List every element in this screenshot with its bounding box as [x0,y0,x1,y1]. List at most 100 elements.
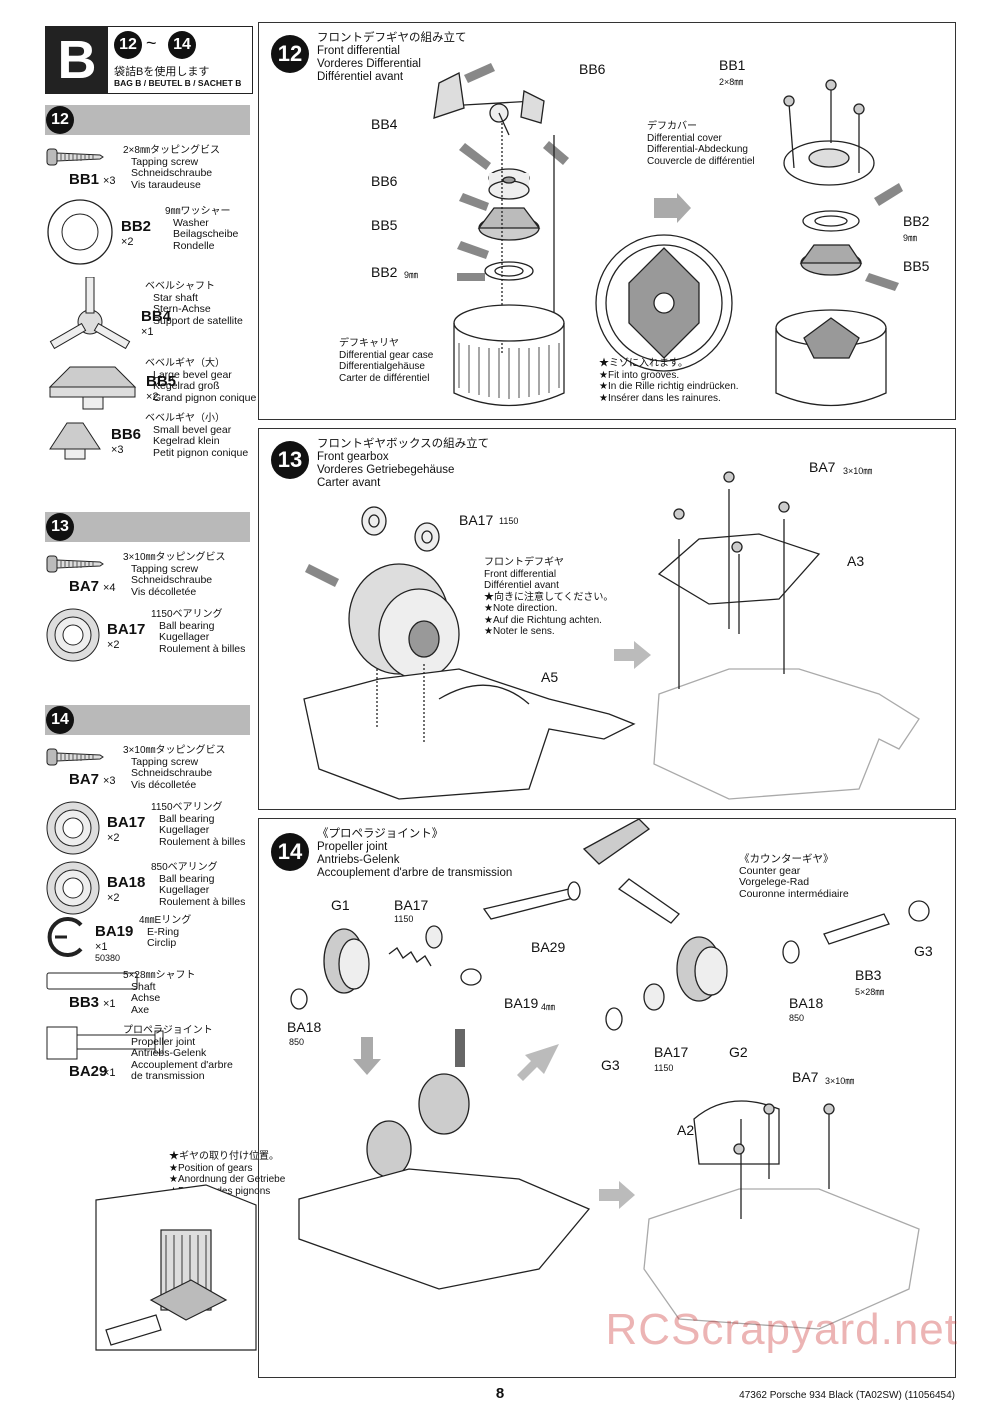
label-bb5r: BB5 [903,258,930,274]
step14-badge: 14 [271,833,309,871]
step12-diagram [433,63,903,407]
part-code: BA19 [95,923,134,940]
step-badge-from: 12 [114,31,142,59]
label-bb1: BB1 [719,57,746,73]
sidebar-step-badge: 12 [46,106,74,134]
part-qty: ×3 [103,775,116,787]
part-desc-line: Propeller joint [131,1035,196,1048]
part-jp: 3×10㎜タッピングビス [123,745,226,756]
part-qty: ×2 [121,236,134,248]
part-desc-line: Shaft [131,980,156,993]
step13-badge: 13 [271,441,309,479]
label-ba17-size: 1150 [394,914,414,924]
label-bb6: BB6 [579,61,606,77]
label-ba18-size: 850 [289,1037,305,1047]
label-g3b: G3 [601,1057,620,1073]
part-code: BA18 [107,874,146,891]
label-ba18: BA18 [287,1019,322,1035]
part-desc-line: Antriebs-Gelenk [131,1047,207,1059]
label-ba19-size: 4㎜ [541,1002,556,1012]
label-ba17: BA17 [394,897,429,913]
step12-panel: 12 フロントデフギヤの組み立て Front differential Vord… [258,22,956,420]
part-desc-line: Kugellager [159,884,210,896]
part-desc-line: Roulement à billes [159,895,246,908]
part-jp: プロペラジョイント [123,1025,213,1036]
part-code: BA17 [107,621,146,638]
label-g2: G2 [729,1044,748,1060]
step14-diagram [290,819,930,1330]
part-sub-code: 50380 [95,953,121,963]
part-qty: ×3 [111,443,124,456]
part-code: BB3 [69,994,100,1011]
part-desc-line: Tapping screw [131,755,199,768]
part-desc-line: de transmission [131,1070,205,1082]
part-desc-line: Achse [131,992,161,1004]
part-qty: ×1 [95,941,108,953]
label-ba17: BA17 [459,512,494,528]
part-jp: 9㎜ワッシャー [165,206,231,217]
sidebar-section-bar: 13 [45,512,250,542]
step14-title: 《プロペラジョイント》 Propeller joint Antriebs-Gel… [317,828,513,879]
label-bb2r-size: 9㎜ [903,233,918,243]
label-ba18r: BA18 [789,995,824,1011]
step13-title: フロントギヤボックスの組み立て Front gearbox Vorderes G… [317,438,490,489]
sidebar-step-badge: 13 [46,513,74,541]
label-a2: A2 [677,1122,695,1138]
part-desc-line: Rondelle [173,239,215,252]
part-qty: ×2 [107,892,120,904]
label-bb2r: BB2 [903,213,930,229]
part-code: BB5 [146,373,177,390]
part-desc-line: Ball bearing [159,872,215,885]
grooves-note: ★ミゾに入れます。★Fit into grooves.★In die Rille… [599,358,739,404]
part-desc-line: Schneidschraube [131,767,213,779]
part-qty: ×1 [103,1067,116,1079]
gray-arrow [464,63,495,83]
label-bb4: BB4 [371,116,398,132]
part-desc-line: Support de satellite [153,314,243,327]
part-desc-line: Star shaft [153,291,198,304]
step-range-sep: ~ [146,33,157,53]
bag-header: B 12 ~ 14 袋詰Bを使用します BAG B / BEUTEL B / S… [45,26,253,94]
part-code: BA7 [69,578,100,595]
part-jp: 3×10㎜タッピングビス [123,552,226,563]
part-desc-line: Circlip [147,937,177,949]
sidebar-section-bar: 12 [45,105,250,135]
watermark: RCScrapyard.net [605,1305,958,1354]
small-bevel-gear [433,72,465,119]
bag-jp: 袋詰Bを使用します [114,66,210,78]
label-bb2: BB2 [371,264,398,280]
bag-en: BAG B / BEUTEL B / SACHET B [114,78,242,88]
label-bb6b: BB6 [371,173,398,189]
sidebar-section-bar: 14 [45,705,250,735]
part-jp: 1150ベアリング [151,609,223,620]
part-desc-line: Small bevel gear [153,423,232,436]
gear-position-inset [95,1184,257,1351]
part-code: BB2 [121,218,152,235]
page-number: 8 [495,1385,505,1402]
part-qty: ×2 [107,832,120,844]
part-desc-line: Vis décolletée [131,778,197,791]
part-jp: ベベルギヤ（大） [145,358,225,369]
part-code: BA7 [69,771,100,788]
part-jp: 2×8㎜タッピングビス [123,145,220,156]
